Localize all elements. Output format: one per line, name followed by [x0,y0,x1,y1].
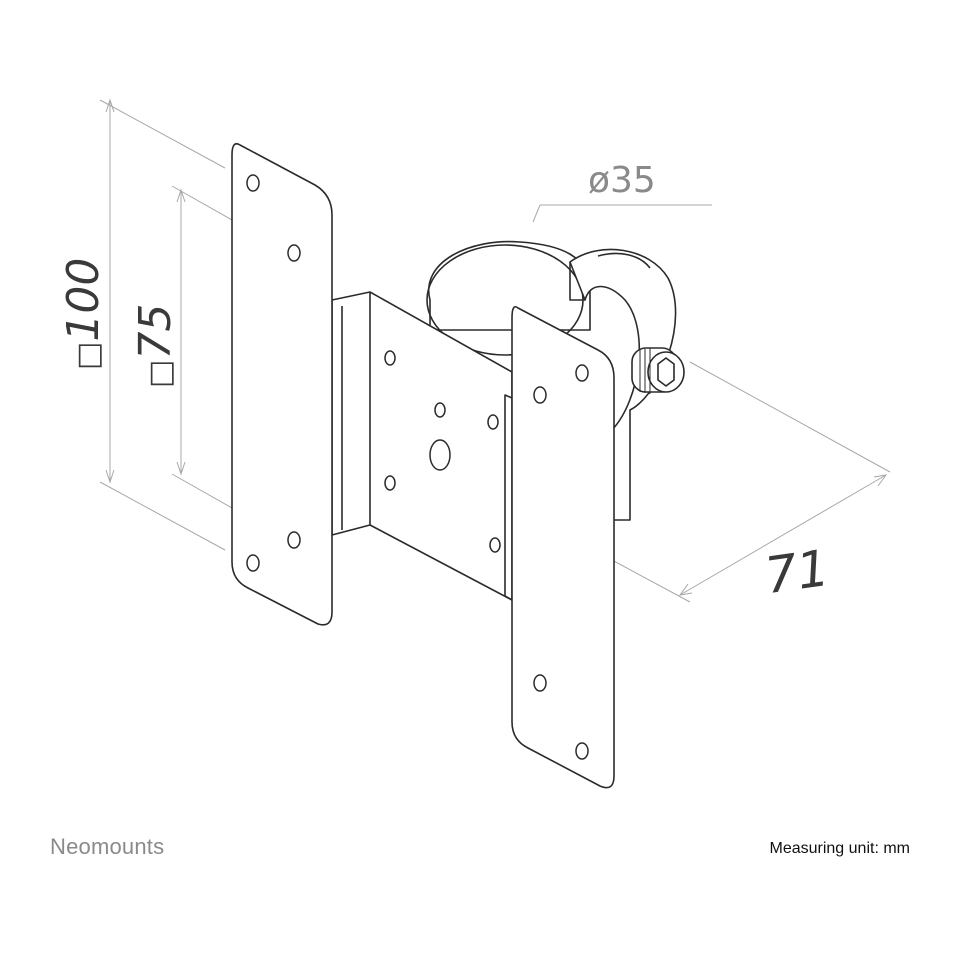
label-diameter-35: ø35 [588,160,656,201]
square-symbol: □ [143,360,178,388]
svg-text:□100: □100 [58,258,109,370]
connector-plate [331,291,513,601]
bracket-outline [231,142,685,789]
left-mounting-plate [231,142,333,626]
svg-text:□75: □75 [130,304,181,388]
dimension-35: 35 [610,160,656,201]
label-square-75: □75 [130,304,181,388]
dimension-100: 100 [58,258,109,342]
right-mounting-plate [511,305,615,789]
dimension-lines [99,98,891,603]
label-square-100: □100 [58,258,109,370]
square-symbol: □ [71,342,106,370]
set-screw [631,347,685,394]
dimension-75: 75 [130,304,181,360]
brand-logo: Neomounts [50,834,165,859]
pole-clamp [426,240,677,521]
measuring-unit-note: Measuring unit: mm [769,840,911,857]
dimension-71: 71 [762,539,833,605]
mounting-holes [246,174,589,760]
diameter-symbol: ø [588,160,610,201]
